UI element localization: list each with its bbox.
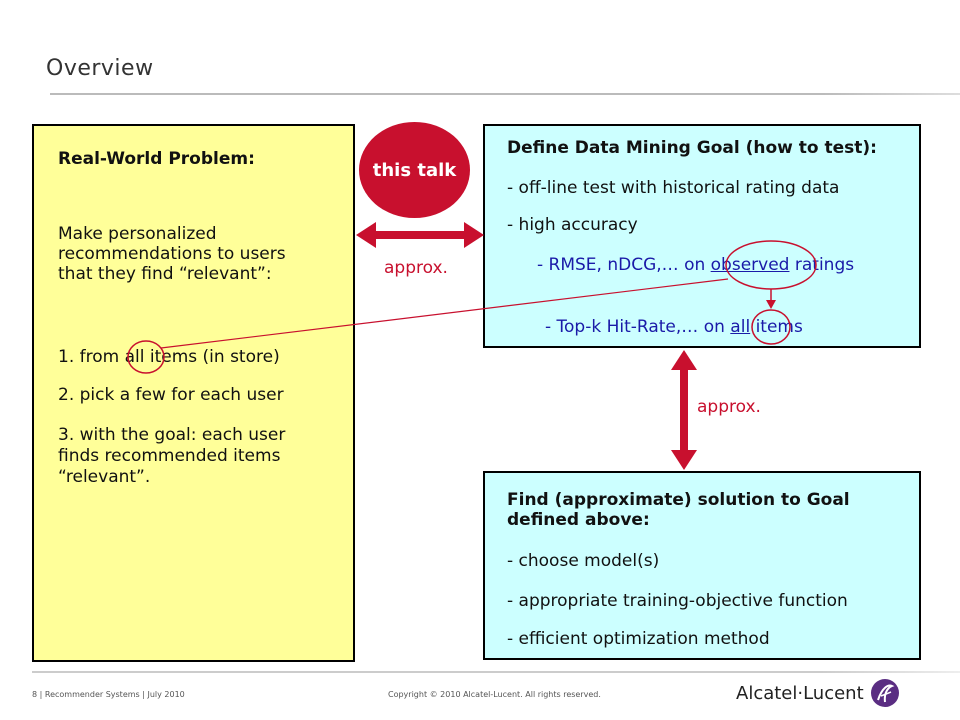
intro-line-2: recommendations to users xyxy=(58,244,286,264)
this-talk-label: this talk xyxy=(372,159,457,181)
footer-copyright: Copyright © 2010 Alcatel-Lucent. All rig… xyxy=(388,690,601,699)
goal-line-3-suffix: ratings xyxy=(789,255,855,275)
step-3-line-3: “relevant”. xyxy=(58,467,151,487)
step-1: 1. from all items (in store) xyxy=(58,348,280,367)
solution-line-2: - appropriate training-objective functio… xyxy=(507,591,848,611)
goal-line-4-circled-word: all xyxy=(730,317,751,337)
approx-vertical-label: approx. xyxy=(697,397,761,417)
solution-line-1: - choose model(s) xyxy=(507,551,660,571)
step-1-suffix: items (in store) xyxy=(144,347,280,367)
intro-line-1: Make personalized xyxy=(58,224,217,244)
alcatel-lucent-logo: Alcatel·Lucent xyxy=(736,678,900,708)
step-1-prefix: 1. from xyxy=(58,347,125,367)
goal-line-4: - Top-k Hit-Rate,… on all items xyxy=(545,318,803,337)
goal-line-4-prefix: - Top-k Hit-Rate,… on xyxy=(545,317,731,337)
title-divider xyxy=(50,93,960,95)
goal-line-2: - high accuracy xyxy=(507,215,638,235)
data-mining-goal-box xyxy=(483,124,921,348)
step-1-circled-word: all xyxy=(124,347,145,367)
logo-text: Alcatel·Lucent xyxy=(736,682,864,704)
this-talk-bubble: this talk xyxy=(359,122,470,218)
footer-slide-info: 8 | Recommender Systems | July 2010 xyxy=(32,690,185,699)
real-world-problem-heading: Real-World Problem: xyxy=(58,149,255,169)
intro-line-3: that they find “relevant”: xyxy=(58,264,272,284)
goal-line-3-prefix: - RMSE, nDCG,… on xyxy=(537,255,711,275)
data-mining-goal-heading: Define Data Mining Goal (how to test): xyxy=(507,138,877,158)
approximate-solution-box xyxy=(483,471,921,660)
circle-right-all xyxy=(751,309,791,345)
real-world-problem-box xyxy=(32,124,355,662)
step-2: 2. pick a few for each user xyxy=(58,385,284,405)
circle-observed xyxy=(725,240,817,290)
step-3-line-1: 3. with the goal: each user xyxy=(58,425,286,445)
solution-heading-line-2: defined above: xyxy=(507,510,650,530)
alcatel-lucent-globe-icon xyxy=(870,679,899,707)
goal-line-3-circled-word: observed xyxy=(710,255,790,275)
small-down-arrow xyxy=(766,289,776,309)
circle-left-all xyxy=(127,340,165,374)
solution-heading-line-1: Find (approximate) solution to Goal xyxy=(507,490,850,510)
footer-divider xyxy=(32,671,960,673)
connector-line xyxy=(160,278,729,349)
step-3-line-2: finds recommended items xyxy=(58,446,281,466)
goal-line-1: - off-line test with historical rating d… xyxy=(507,178,840,198)
vertical-double-arrow xyxy=(671,350,697,470)
solution-line-3: - efficient optimization method xyxy=(507,629,770,649)
page-title: Overview xyxy=(46,56,154,81)
horizontal-double-arrow xyxy=(356,222,484,248)
approx-horizontal-label: approx. xyxy=(384,258,448,278)
goal-line-3: - RMSE, nDCG,… on observed ratings xyxy=(537,256,854,275)
goal-line-4-suffix: items xyxy=(750,317,803,337)
